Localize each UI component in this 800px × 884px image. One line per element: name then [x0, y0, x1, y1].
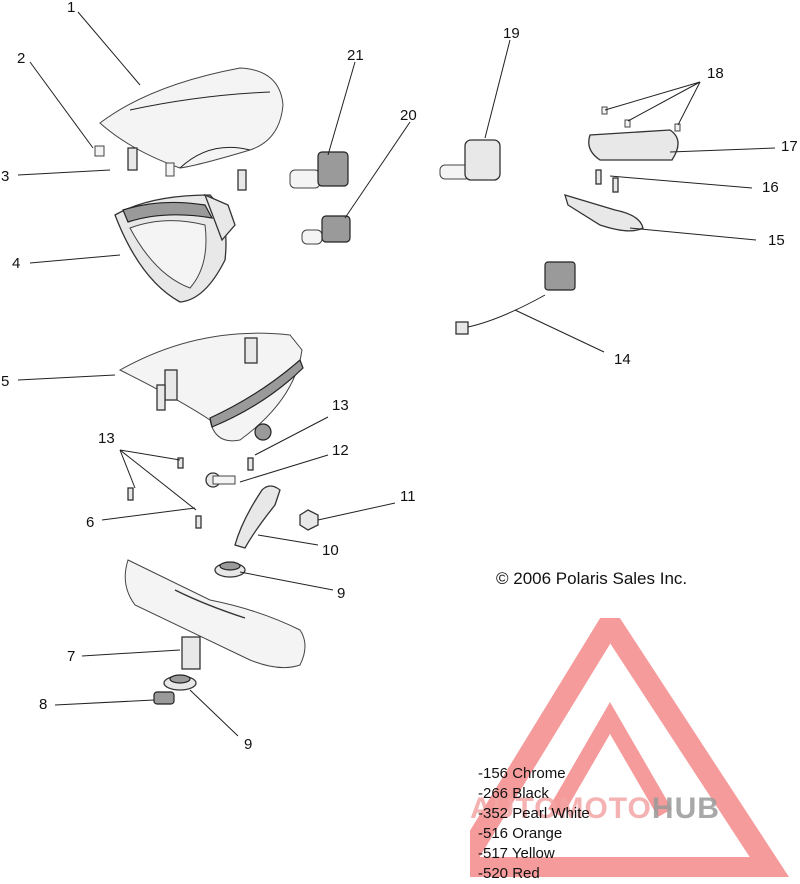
- callout-9a: 9: [337, 585, 345, 602]
- handlebar-cover: [124, 559, 306, 669]
- callout-7: 7: [67, 648, 75, 665]
- callout-18: 18: [707, 65, 724, 82]
- switch-assembly: [564, 106, 681, 232]
- watermark-text-part1: AUTOMOTO: [470, 792, 652, 825]
- callout-11: 11: [400, 488, 416, 505]
- callout-9b: 9: [244, 736, 252, 753]
- callout-5: 5: [1, 373, 9, 390]
- part-7-sleeve: [181, 636, 201, 670]
- callout-17: 17: [781, 138, 798, 155]
- callout-13b: 13: [332, 397, 349, 414]
- color-code-list: -156 Chrome -266 Black -352 Pearl White …: [478, 764, 590, 884]
- watermark-text-part2: HUB: [651, 792, 720, 825]
- part-9-grommets: [163, 561, 246, 691]
- callout-8: 8: [39, 696, 47, 713]
- small-fasteners: [94, 145, 247, 191]
- callout-15: 15: [768, 232, 785, 249]
- color-code-item: -266 Black: [478, 785, 549, 802]
- callout-13a: 13: [98, 430, 115, 447]
- callout-labels: 1 2 3 4 5 6 7 8 9 9 10 11 12 13 13 14 15…: [1, 0, 798, 753]
- callout-12: 12: [332, 442, 349, 459]
- callout-4: 4: [12, 255, 20, 272]
- part-8-cap: [153, 691, 175, 705]
- callout-16: 16: [762, 179, 779, 196]
- callout-3: 3: [1, 168, 9, 185]
- part-11-nut: [299, 509, 319, 531]
- color-code-item: -156 Chrome: [478, 765, 566, 782]
- color-code-item: -352 Pearl White: [478, 805, 590, 822]
- part-5-lower-housing: [118, 332, 304, 442]
- callout-14: 14: [614, 351, 631, 368]
- callout-1: 1: [67, 0, 75, 16]
- part-19-bulb: [439, 139, 501, 181]
- part-4-headlight-housing: [114, 193, 236, 303]
- watermark-text: AUTOMOTOHUB: [470, 792, 720, 826]
- part-21-bulb: [289, 151, 349, 189]
- part-14-wire-harness: [455, 261, 576, 335]
- callout-21: 21: [347, 47, 364, 64]
- copyright-notice: © 2006 Polaris Sales Inc.: [496, 569, 688, 588]
- callout-20: 20: [400, 107, 417, 124]
- callout-10: 10: [322, 542, 339, 559]
- color-code-item: -517 Yellow: [478, 845, 555, 862]
- part-10-bracket: [234, 485, 281, 549]
- color-code-item: -520 Red: [478, 865, 540, 882]
- callout-6: 6: [86, 514, 94, 531]
- screws-6-12-13: [127, 457, 254, 529]
- callout-2: 2: [17, 50, 25, 67]
- part-20-bulb: [301, 215, 351, 245]
- leader-lines: [17, 11, 776, 737]
- color-code-item: -516 Orange: [478, 825, 563, 842]
- callout-19: 19: [503, 25, 520, 42]
